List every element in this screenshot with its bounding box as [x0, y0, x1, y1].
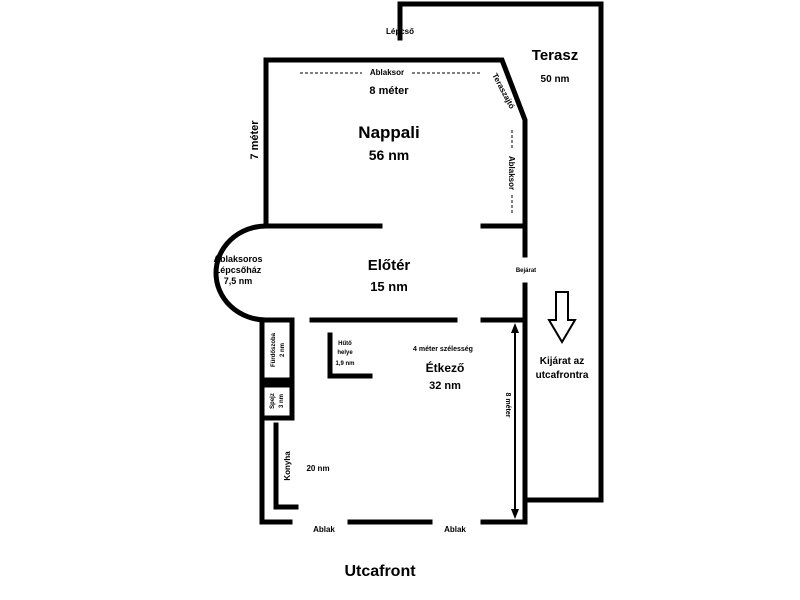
street-front-label: Utcafront [344, 563, 416, 580]
bathroom-wall [259, 317, 295, 383]
side-window-label: Ablaksor [507, 156, 516, 190]
bathroom-area: 2 nm [280, 343, 286, 357]
staircase-line1: Ablaksoros [213, 254, 262, 264]
dining-name: Étkező [426, 360, 465, 375]
hallway-name: Előtér [368, 257, 411, 274]
staircase-wall [213, 223, 269, 323]
exit-label-line2: utcafrontra [536, 370, 589, 381]
left-length-label: 7 méter [249, 120, 261, 160]
fridge-line1: Hűtő [338, 341, 352, 347]
living-room-top-wall [263, 57, 528, 231]
stairs-label: Lépcső [386, 27, 414, 36]
bathroom-name: Fürdőszoba [271, 332, 277, 367]
terrace-area: 50 nm [541, 74, 570, 85]
window-label-right: Ablak [444, 525, 466, 534]
top-width-label: 8 méter [369, 85, 409, 97]
terrace-name: Terasz [532, 47, 578, 64]
living-room-area: 56 nm [369, 147, 409, 163]
dining-area: 32 nm [429, 380, 461, 392]
kitchen-area: 20 nm [306, 464, 329, 473]
pantry-area: 3 nm [279, 394, 285, 408]
measurement-arrow-bottom [511, 509, 519, 519]
living-room-name: Nappali [358, 123, 419, 142]
fridge-line3: 1,9 nm [335, 361, 354, 367]
window-label-left: Ablak [313, 525, 335, 534]
hallway-area: 15 nm [370, 279, 408, 294]
vertical-length-label: 8 méter [504, 393, 511, 418]
staircase-line3: 7,5 nm [224, 276, 253, 286]
terrace-wall [397, 1, 604, 503]
width-label: 4 méter szélesség [413, 346, 473, 353]
fridge-wall [327, 332, 373, 379]
top-window-label: Ablaksor [370, 68, 404, 77]
exit-label-line1: Kijárat az [540, 356, 584, 367]
entrance-label: Bejárat [516, 268, 536, 274]
exit-arrow-icon [547, 291, 577, 344]
fridge-line2: helye [337, 350, 353, 356]
pantry-wall [259, 382, 295, 421]
measurement-arrow-top [511, 323, 519, 333]
kitchen-name: Konyha [283, 451, 292, 481]
pantry-name: Spejz [270, 393, 276, 409]
staircase-line2: Lépcsőház [215, 265, 262, 275]
